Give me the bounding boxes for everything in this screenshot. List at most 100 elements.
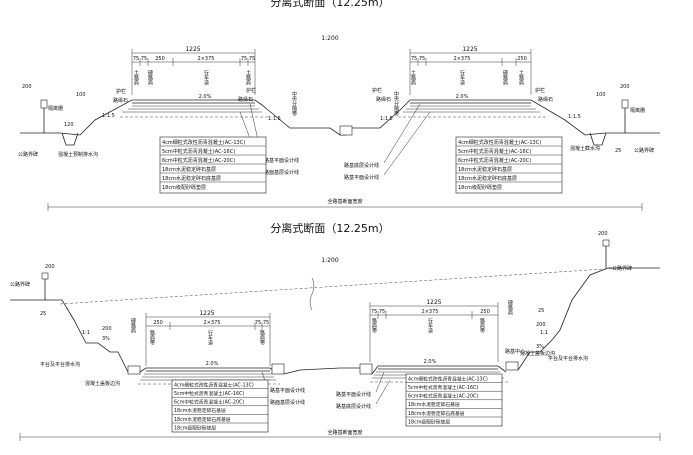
top-left-fence-label: 隔离栅 [48, 105, 63, 112]
bottom-right-top-label: 公路界碑 [612, 265, 632, 272]
bottom-left-slope: 1:1 [82, 330, 90, 336]
top-left-dim-c: 250 [155, 56, 165, 62]
top-right-ditch-label: 混凝土截水沟 [570, 145, 600, 152]
top-right-cross-slope: 2.0% [456, 94, 469, 100]
top-right-fence-label: 隔离栅 [630, 107, 645, 114]
top-callout-2: 路面基层设计线 [264, 169, 299, 176]
bottom-ground-line [59, 267, 621, 305]
top-right-fence-h: 200 [620, 84, 630, 90]
bottom-right-ditch: 混凝土盖板边沟 [520, 350, 555, 357]
bottom-left-vt-1: 硬路肩 [130, 318, 136, 334]
top-right-layer-1: 4cm细粒式改性沥青混凝土(AC-13C) [458, 139, 541, 146]
top-left-guard-r: 护栏 [246, 87, 256, 94]
bottom-left-dim-mid: 2×375 [204, 320, 221, 326]
bottom-overall-dimension: 全路基断面宽度 [19, 429, 661, 441]
bottom-right-layer-1: 4cm细粒式改性沥青混凝土(AC-13C) [408, 376, 488, 383]
bottom-right-cut-slope: 200 公路界碑 1:1 25 200 3% 平台及平台排水沟 混凝土盖板边沟 [517, 231, 660, 371]
top-left-total-dim: 1225 [185, 46, 200, 53]
top-left-guard: 护栏 [116, 88, 126, 95]
bottom-right-vt-lane: 行车道 [427, 317, 433, 334]
bottom-left-layer-5: 18cm水泥稳定碎石底基层 [174, 416, 231, 423]
bottom-left-layer-6: 18cm级配砂砾垫层 [174, 424, 216, 431]
top-right-fence: 200 隔离栅 100 25 公路界碑 混凝土截水沟 [570, 84, 654, 154]
top-left-cross-slope: 2.0% [199, 94, 212, 100]
bottom-section-scale: 1:200 [321, 257, 338, 264]
bottom-right-vt-2: 路肩带 [479, 317, 485, 334]
bottom-right-layer-table: 4cm细粒式改性沥青混凝土(AC-13C) 5cm中粒式沥青混凝土(AC-16C… [405, 373, 503, 427]
top-left-layer-3: 6cm中粒式沥青混凝土(AC-20C) [162, 157, 235, 164]
top-left-vt-rshoulder: 土路肩 [245, 69, 251, 86]
top-left-dim-mid: 2×375 [198, 56, 215, 62]
top-right-small-dim: 100 [596, 92, 606, 98]
top-callout-leaders [239, 103, 431, 176]
bottom-right-vt-3: 硬路肩 [507, 300, 513, 316]
top-section: 分离式断面（12.25m） 1:200 1225 75 75 250 2×375… [18, 0, 660, 211]
bottom-right-total: 1225 [426, 299, 441, 306]
bottom-right-fence-h: 200 [598, 231, 608, 237]
top-right-road-profile: 2.0% 护栏 路缘石 1:1.5 护栏 路缘石 1:1.5 [372, 87, 660, 136]
top-right-layer-4: 18cm水泥稳定碎石基层 [458, 166, 512, 173]
bottom-right-layer-2: 5cm中粒式沥青混凝土(AC-16C) [408, 384, 478, 391]
top-right-dim-c: 250 [517, 56, 527, 62]
top-left-layer-table: 4cm细粒式改性沥青混凝土(AC-13C) 5cm中粒式沥青混凝土(AC-16C… [159, 136, 267, 194]
top-left-dim-a: 75 [133, 56, 139, 62]
top-left-dim-d: 75 [241, 56, 247, 62]
bottom-left-platform: 平台及平台排水沟 [40, 361, 80, 368]
top-right-layer-2: 5cm中粒式沥青混凝土(AC-16C) [458, 148, 531, 155]
bottom-right-vt-1: 路肩带 [371, 317, 377, 334]
top-right-dim-mid: 2×375 [454, 56, 471, 62]
bottom-callout-4: 路基底层设计线 [336, 403, 371, 410]
top-right-drain: 公路界碑 [634, 147, 654, 154]
top-left-road-profile: 2.0% 护栏 路缘石 1:1.5 路缘石 护栏 1:1.5 [20, 87, 281, 136]
bottom-left-cross-slope: 2.0% [206, 361, 219, 367]
top-left-dimension-line: 1225 75 75 250 2×375 75 75 [131, 46, 256, 95]
top-right-guard: 护栏 [372, 87, 382, 94]
bottom-left-layer-3: 6cm中粒式沥青混凝土(AC-20C) [174, 399, 244, 406]
bottom-right-layer-4: 18cm水泥稳定碎石基层 [408, 401, 460, 408]
bottom-right-center-label: 路基中心 [505, 348, 525, 355]
top-right-slope-2: 1:1.5 [568, 114, 581, 120]
bottom-left-cut-slope: 200 公路界碑 1:1 25 3% 200 平台及平台排水沟 混凝土盖板边沟 [10, 264, 141, 387]
bottom-left-layer-4: 18cm水泥稳定碎石基层 [174, 407, 226, 414]
bottom-left-layer-table: 4cm细粒式改性沥青混凝土(AC-13C) 5cm中粒式沥青混凝土(AC-16C… [171, 379, 269, 433]
bottom-right-layer-5: 18cm水泥稳定碎石底基层 [408, 410, 465, 417]
bottom-right-cross-slope: 2.0% [424, 359, 437, 365]
bottom-right-dim-c: 250 [480, 309, 490, 315]
top-left-dim-e: 75 [249, 56, 255, 62]
top-right-guard-r: 护栏 [535, 87, 545, 94]
top-center-label-l: 中央分隔带 [291, 90, 297, 117]
top-left-curb-r: 路缘石 [238, 96, 253, 103]
top-callout-1: 路基平面设计线 [264, 157, 299, 164]
top-left-fence-h: 200 [22, 84, 32, 90]
bottom-callout-1: 路基平面设计线 [270, 387, 305, 394]
top-section-scale: 1:200 [321, 35, 338, 42]
top-left-layer-2: 5cm中粒式沥青混凝土(AC-16C) [162, 148, 235, 155]
bottom-left-dim-b: 75 [255, 320, 261, 326]
top-right-slope-1: 1:1.5 [380, 116, 393, 122]
bottom-section-title: 分离式断面（12.25m） [270, 221, 389, 235]
bottom-right-small: 200 [536, 322, 546, 328]
top-left-fence: 200 隔离栅 100 120 公路界碑 混凝土预制排水沟 [18, 84, 98, 158]
bottom-left-ditch: 混凝土盖板边沟 [85, 380, 120, 387]
bottom-right-pct: 3% [536, 344, 544, 350]
top-right-vt-shoulder: 土路肩 [410, 69, 416, 86]
bottom-right-bottom: 25 [538, 308, 544, 314]
top-left-slope-1: 1:1.5 [102, 113, 115, 119]
top-right-total-dim: 1225 [462, 46, 477, 53]
top-right-layer-3: 6cm中粒式沥青混凝土(AC-20C) [458, 157, 531, 164]
top-right-bottom: 25 [615, 148, 621, 154]
top-left-layer-1: 4cm细粒式改性沥青混凝土(AC-13C) [162, 139, 245, 146]
top-center-label-r: 中央分隔带 [393, 90, 399, 117]
top-right-layer-table: 4cm细粒式改性沥青混凝土(AC-13C) 5cm中粒式沥青混凝土(AC-16C… [455, 136, 563, 194]
bottom-right-dim-a: 75 [371, 309, 377, 315]
bottom-left-vt-2: 路肩带 [149, 329, 155, 346]
bottom-left-fence-h: 200 [45, 264, 55, 270]
bottom-right-dim-b: 75 [379, 309, 385, 315]
top-left-drain: 公路界碑 [18, 151, 38, 158]
top-left-vt-shoulder: 土路肩 [133, 69, 139, 86]
top-left-small-dim: 100 [76, 92, 86, 98]
bottom-centre [283, 363, 373, 375]
top-right-curb: 路缘石 [376, 96, 391, 103]
top-overall-dimension: 全路基断面宽度 [47, 198, 643, 211]
bottom-break-symbol [309, 277, 315, 311]
